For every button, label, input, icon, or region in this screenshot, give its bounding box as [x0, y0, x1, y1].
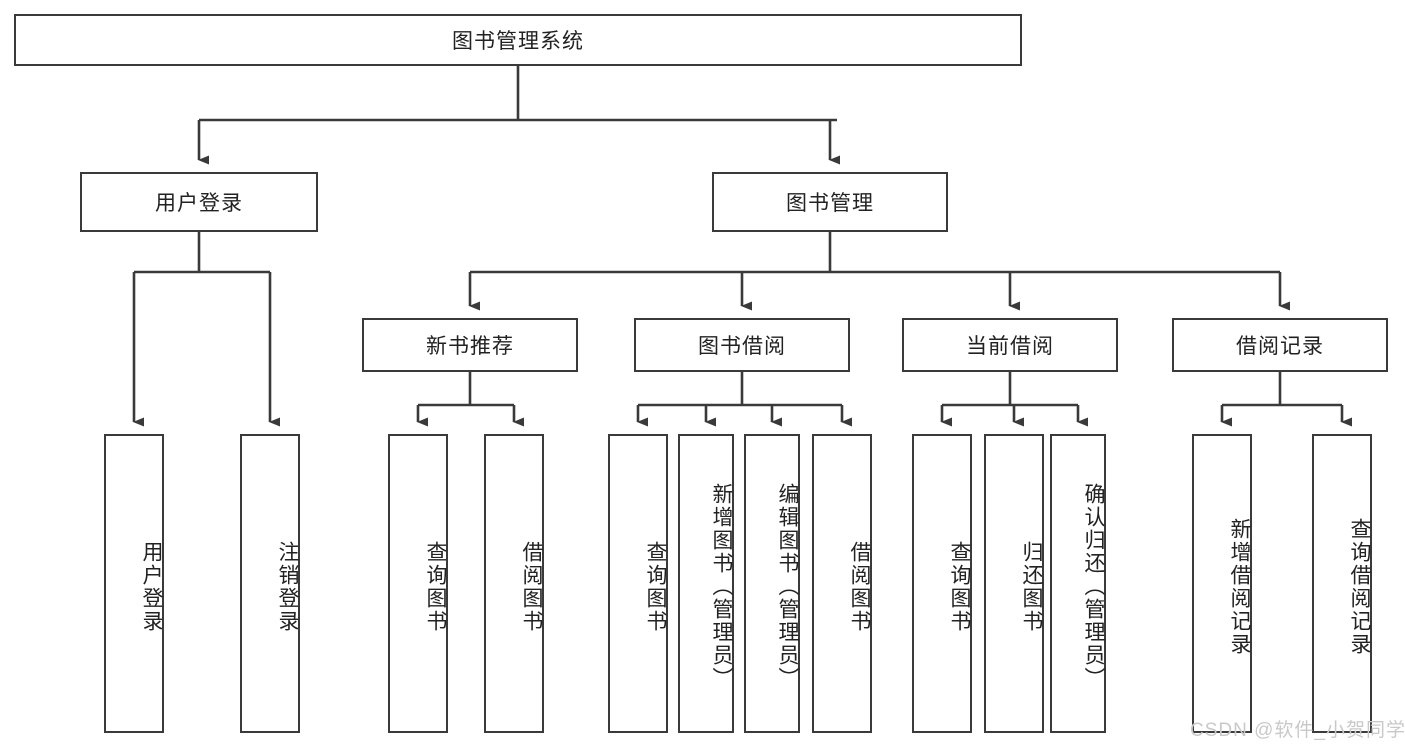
node-borrow-record[interactable]: 借阅记录 — [1172, 318, 1388, 372]
node-book-management-label: 图书管理 — [786, 192, 874, 215]
leaf-logout-login-label: 注销登录 — [276, 540, 299, 633]
leaf-query-book-recommend-label: 查询图书 — [424, 540, 447, 633]
csdn-watermark: CSDN @软件_小贺同学 — [1190, 720, 1405, 741]
leaf-user-login-label: 用户登录 — [140, 540, 163, 633]
leaf-query-book-borrow-label: 查询图书 — [644, 540, 667, 633]
node-book-borrow[interactable]: 图书借阅 — [634, 318, 850, 372]
node-new-book-recommend[interactable]: 新书推荐 — [362, 318, 578, 372]
leaf-user-login[interactable]: 用户登录 — [104, 434, 164, 733]
leaf-borrow-book-label: 借阅图书 — [848, 540, 871, 633]
leaf-add-book-admin[interactable]: 新增图书（管理员） — [678, 434, 734, 733]
node-book-management[interactable]: 图书管理 — [712, 172, 948, 232]
node-book-borrow-label: 图书借阅 — [698, 335, 786, 358]
leaf-query-book-recommend[interactable]: 查询图书 — [388, 434, 448, 733]
leaf-borrow-book-recommend-label: 借阅图书 — [520, 540, 543, 633]
leaf-logout-login[interactable]: 注销登录 — [240, 434, 300, 733]
leaf-confirm-return-admin[interactable]: 确认归还（管理员） — [1050, 434, 1106, 733]
leaf-add-book-admin-label: 新增图书（管理员） — [710, 483, 733, 690]
node-user-login-label: 用户登录 — [155, 192, 243, 215]
leaf-query-borrow-record[interactable]: 查询借阅记录 — [1312, 434, 1372, 733]
leaf-return-book[interactable]: 归还图书 — [984, 434, 1044, 733]
leaf-query-book-current-label: 查询图书 — [948, 540, 971, 633]
node-root-system[interactable]: 图书管理系统 — [14, 14, 1022, 66]
leaf-borrow-book-recommend[interactable]: 借阅图书 — [484, 434, 544, 733]
node-user-login[interactable]: 用户登录 — [80, 172, 318, 232]
leaf-edit-book-admin[interactable]: 编辑图书（管理员） — [744, 434, 800, 733]
node-root-label: 图书管理系统 — [452, 30, 584, 53]
leaf-query-borrow-record-label: 查询借阅记录 — [1348, 517, 1371, 656]
node-current-borrow-label: 当前借阅 — [966, 335, 1054, 358]
leaf-return-book-label: 归还图书 — [1020, 540, 1043, 633]
node-current-borrow[interactable]: 当前借阅 — [902, 318, 1118, 372]
leaf-add-borrow-record[interactable]: 新增借阅记录 — [1192, 434, 1252, 733]
leaf-add-borrow-record-label: 新增借阅记录 — [1228, 517, 1251, 656]
leaf-borrow-book[interactable]: 借阅图书 — [812, 434, 872, 733]
node-borrow-record-label: 借阅记录 — [1236, 335, 1324, 358]
leaf-confirm-return-admin-label: 确认归还（管理员） — [1082, 483, 1105, 690]
node-new-book-recommend-label: 新书推荐 — [426, 335, 514, 358]
leaf-edit-book-admin-label: 编辑图书（管理员） — [776, 483, 799, 690]
leaf-query-book-borrow[interactable]: 查询图书 — [608, 434, 668, 733]
leaf-query-book-current[interactable]: 查询图书 — [912, 434, 972, 733]
